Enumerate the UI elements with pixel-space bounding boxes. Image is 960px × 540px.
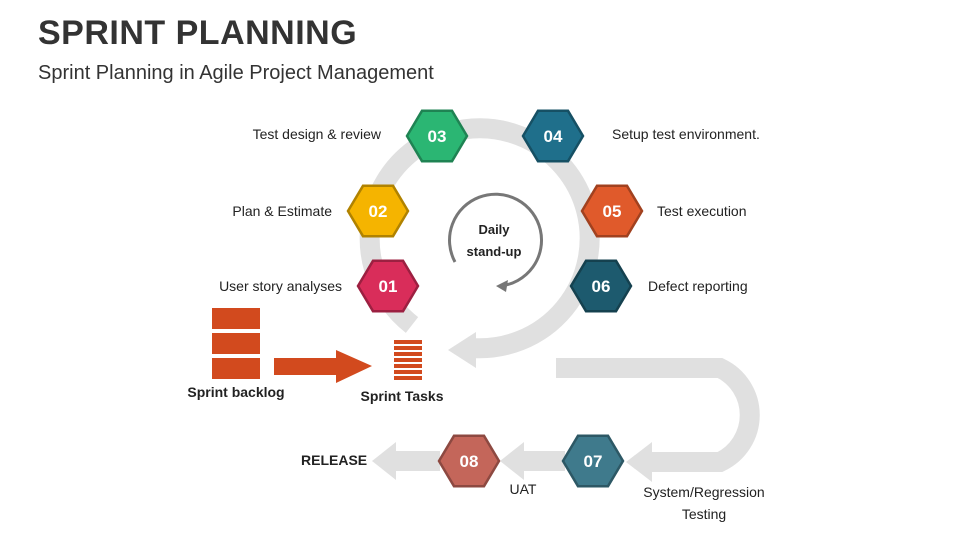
standup-cycle-arrowhead [496,280,508,292]
step-07-hexagon [561,434,625,488]
arrow-08-release-head [372,442,396,480]
return-track [556,358,760,472]
step-08-label: UAT [509,481,537,497]
sprint-tasks-icon [394,340,422,380]
step-06-hexagon [569,259,633,313]
step-02-hexagon [346,184,410,238]
page-title: SPRINT PLANNING [38,14,358,52]
step-04-hexagon [521,109,585,163]
step-08-number: 08 [460,452,479,471]
arrow-07-08-head [500,442,524,480]
step-02-label: Plan & Estimate [232,203,332,219]
step-01-number: 01 [379,277,398,296]
step-06-label: Defect reporting [648,278,748,294]
cycle-track-arrowhead [448,332,476,368]
page-subtitle: Sprint Planning in Agile Project Managem… [38,62,434,84]
cycle-track [359,118,600,359]
step-03-label: Test design & review [252,126,381,142]
return-track-arrowhead [626,442,652,482]
step-05-number: 05 [603,202,622,221]
backlog-arrow-head [336,350,372,383]
step-04-number: 04 [544,127,563,146]
step-05-label: Test execution [657,203,747,219]
step-03-hexagon [405,109,469,163]
step-01-label: User story analyses [219,278,342,294]
standup-line-2: stand-up [467,244,522,259]
sprint-backlog-label: Sprint backlog [187,384,285,400]
sprint-backlog-icon [212,308,260,379]
arrow-07-08-shaft [520,451,565,471]
arrow-08-release-shaft [395,451,440,471]
step-07-number: 07 [584,452,603,471]
backlog-arrow-shaft [274,358,336,375]
step-05-hexagon [580,184,644,238]
step-01-hexagon [356,259,420,313]
step-08-hexagon [437,434,501,488]
sprint-tasks-label: Sprint Tasks [360,388,444,404]
step-07-label: System/Regression Testing [643,484,765,522]
release-label: RELEASE [301,452,368,468]
standup-cycle-arrow [448,192,544,288]
step-03-number: 03 [428,127,447,146]
step-04-label: Setup test environment. [612,126,760,142]
step-02-number: 02 [369,202,388,221]
step-06-number: 06 [592,277,611,296]
standup-line-1: Daily [478,222,510,237]
